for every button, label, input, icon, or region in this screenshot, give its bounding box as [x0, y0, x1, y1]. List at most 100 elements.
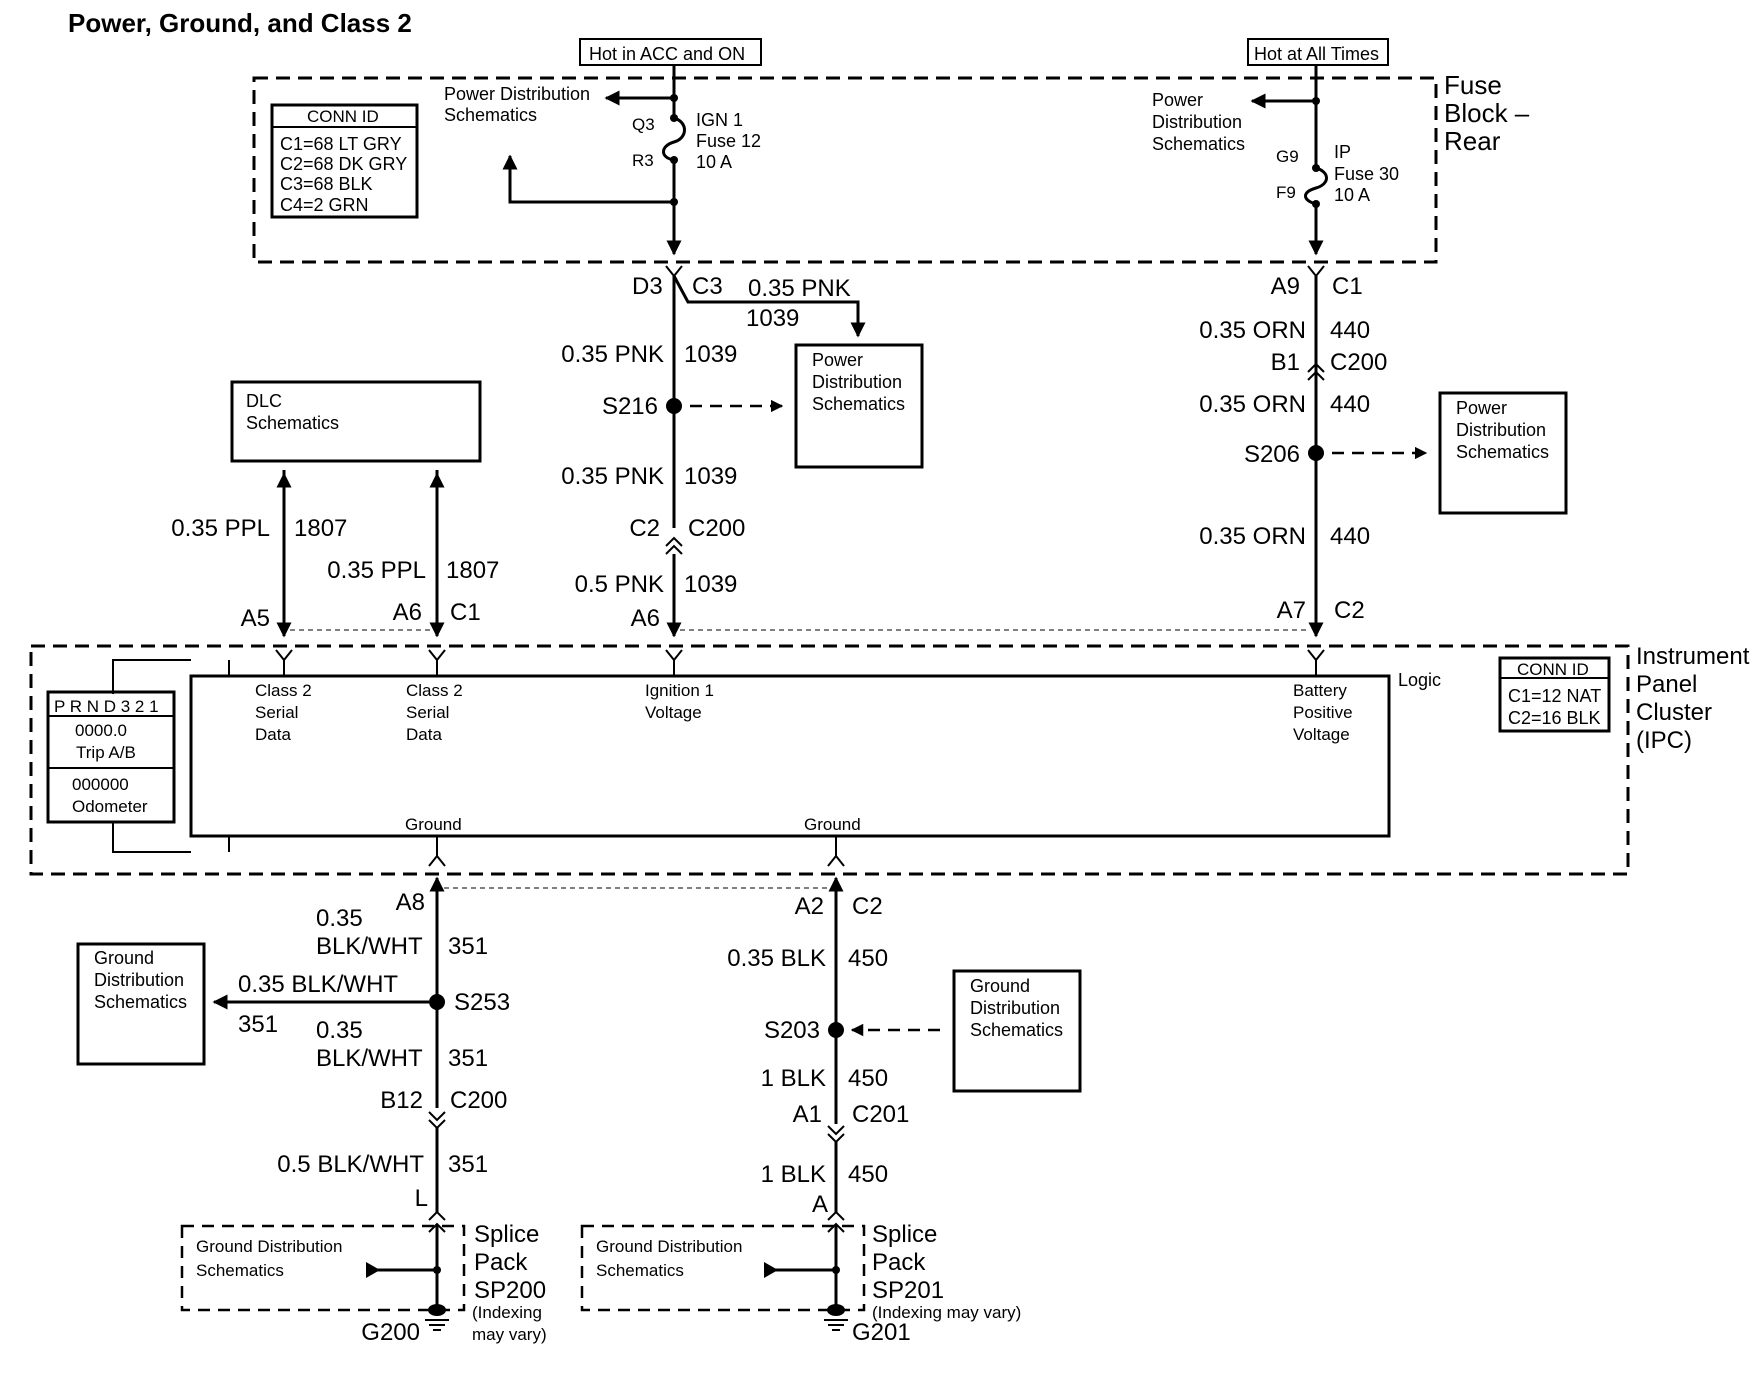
- gl-branch-gauge: 0.35 BLK/WHT: [238, 971, 398, 998]
- class2-b-gauge: 0.35 PPL: [327, 557, 426, 584]
- instrument-panel-cluster: Instrument Panel Cluster (IPC) Logic Cla…: [29, 643, 1756, 876]
- ign-wire2-gauge: 0.35 PNK: [561, 463, 664, 490]
- sp201-indexing-note: (Indexing may vary): [872, 1303, 1021, 1322]
- d3-pin-label: D3: [632, 273, 663, 300]
- ipc-conn-id-list: C1=12 NAT C2=16 BLK: [1508, 686, 1606, 728]
- prnd-display: P R N D 3 2 1: [54, 697, 159, 716]
- page-title: Power, Ground, and Class 2: [68, 8, 412, 38]
- bat-wire2-circuit: 440: [1330, 391, 1370, 418]
- bat-ipc-pin: A7: [1277, 597, 1306, 624]
- splice-pack-sp201: Splice Pack SP201: [872, 1221, 944, 1304]
- branch-wire-gauge: 0.35 PNK: [748, 275, 851, 302]
- class2-b-conn: C1: [450, 599, 481, 626]
- c3-conn-label: C3: [692, 273, 723, 300]
- a2-pin-label: A2: [795, 893, 824, 920]
- ign-fuse-top-pin: Q3: [632, 115, 655, 134]
- branch-wire-circuit: 1039: [746, 305, 799, 332]
- left-pds-label: Power Distribution Schematics: [444, 84, 595, 125]
- fuse-conn-id-list: C1=68 LT GRY C2=68 DK GRY C3=68 BLK C4=2…: [280, 134, 412, 215]
- bat-wire3-gauge: 0.35 ORN: [1199, 523, 1306, 550]
- gl-wire3-gauge: 0.5 BLK/WHT: [277, 1151, 424, 1178]
- c2-conn-label: C2: [852, 893, 883, 920]
- gr-wire3-gauge: 1 BLK: [761, 1161, 826, 1188]
- ign-wire3-circuit: 1039: [684, 571, 737, 598]
- bat-wire1-gauge: 0.35 ORN: [1199, 317, 1306, 344]
- splice-s203: S203: [764, 1017, 820, 1044]
- class2-b-circuit: 1807: [446, 557, 499, 584]
- class2-b-pin: A6: [393, 599, 422, 626]
- gl-gds-box-label: Ground Distribution Schematics: [94, 948, 189, 1012]
- trip-display: 0000.0 Trip A/B: [75, 721, 136, 762]
- gr-inline-conn: C201: [852, 1101, 909, 1128]
- splice-s216: S216: [602, 393, 658, 420]
- gr-wire2-circuit: 450: [848, 1065, 888, 1092]
- ign-fuse-label: IGN 1 Fuse 12 10 A: [696, 110, 766, 172]
- splice-s206: S206: [1244, 441, 1300, 468]
- class2-b-input-label: Class 2 Serial Data: [406, 681, 467, 744]
- fuse-block-name: Fuse Block – Rear: [1444, 70, 1537, 156]
- ip-fuse-bottom-pin: F9: [1276, 183, 1296, 202]
- battery-input-label: Battery Positive Voltage: [1293, 681, 1357, 744]
- fuse-block-rear: Fuse Block – Rear Hot in ACC and ON Hot …: [252, 38, 1537, 264]
- ground-a-label: Ground: [405, 815, 462, 834]
- bat-wire1-circuit: 440: [1330, 317, 1370, 344]
- ign-fuse-bottom-pin: R3: [632, 151, 654, 170]
- gr-wire1-gauge: 0.35 BLK: [727, 945, 826, 972]
- ign-inline-conn: C200: [688, 515, 745, 542]
- ign-wire1-circuit: 1039: [684, 341, 737, 368]
- gr-wire1-circuit: 450: [848, 945, 888, 972]
- gl-wire3-circuit: 351: [448, 1151, 488, 1178]
- battery-circuit: A9 C1 0.35 ORN 440 B1 C200 0.35 ORN 440 …: [1199, 265, 1568, 638]
- ignition-input-label: Ignition 1 Voltage: [645, 681, 719, 722]
- ign-wire1-gauge: 0.35 PNK: [561, 341, 664, 368]
- bat-wire3-circuit: 440: [1330, 523, 1370, 550]
- splice-pack-sp200: Splice Pack SP200: [474, 1221, 546, 1304]
- gr-wire3-circuit: 450: [848, 1161, 888, 1188]
- bat-wire2-gauge: 0.35 ORN: [1199, 391, 1306, 418]
- ipc-conn-id-header: CONN ID: [1517, 660, 1589, 679]
- bat-pds-box-label: Power Distribution Schematics: [1456, 398, 1551, 462]
- ign-ipc-pin: A6: [631, 605, 660, 632]
- c1-conn-label: C1: [1332, 273, 1363, 300]
- gl-sp-gds-label: Ground Distribution Schematics: [196, 1237, 347, 1280]
- sp200-indexing-note: (Indexing may vary): [472, 1303, 547, 1344]
- a9-pin-label: A9: [1271, 273, 1300, 300]
- ipc-name: Instrument Panel Cluster (IPC): [1636, 643, 1756, 754]
- right-pds-label: Power Distribution Schematics: [1152, 90, 1247, 154]
- class2-a-gauge: 0.35 PPL: [171, 515, 270, 542]
- ground-g201: G201: [852, 1319, 911, 1346]
- ip-fuse-top-pin: G9: [1276, 147, 1299, 166]
- class2-a-pin: A5: [241, 605, 270, 632]
- gr-gds-box-label: Ground Distribution Schematics: [970, 976, 1065, 1040]
- logic-label: Logic: [1398, 670, 1441, 690]
- a8-pin-label: A8: [396, 889, 425, 916]
- ground-left-circuit: A8 0.35 BLK/WHT 351 Ground Distribution …: [76, 876, 547, 1346]
- ign-inline-pin: C2: [629, 515, 660, 542]
- gr-sp-pin: A: [812, 1191, 828, 1218]
- ign-wire3-gauge: 0.5 PNK: [575, 571, 664, 598]
- class2-circuit: DLC Schematics 0.35 PPL 1807 0.35 PPL 18…: [171, 380, 499, 638]
- ignition-circuit: D3 C3 0.35 PNK 1039 0.35 PNK 1039 S216 P…: [561, 265, 924, 638]
- gl-inline-conn: C200: [450, 1087, 507, 1114]
- bat-inline-pin: B1: [1271, 349, 1300, 376]
- gl-wire1-gauge: 0.35 BLK/WHT: [316, 905, 423, 960]
- fuse-conn-id-header: CONN ID: [307, 107, 379, 126]
- splice-s253: S253: [454, 989, 510, 1016]
- ign-pds-box-label: Power Distribution Schematics: [812, 350, 907, 414]
- ground-g200: G200: [361, 1319, 420, 1346]
- gr-wire2-gauge: 1 BLK: [761, 1065, 826, 1092]
- odometer-display: 000000 Odometer: [72, 775, 148, 816]
- gr-sp-gds-label: Ground Distribution Schematics: [596, 1237, 747, 1280]
- gr-inline-pin: A1: [793, 1101, 822, 1128]
- gl-wire2-circuit: 351: [448, 1045, 488, 1072]
- ip-fuse-label: IP Fuse 30 10 A: [1334, 142, 1404, 205]
- gl-branch-circuit: 351: [238, 1011, 278, 1038]
- dlc-box-label: DLC Schematics: [246, 391, 339, 433]
- gl-inline-pin: B12: [380, 1087, 423, 1114]
- hot-all-times-label: Hot at All Times: [1254, 44, 1379, 64]
- hot-acc-on-label: Hot in ACC and ON: [589, 44, 745, 64]
- ground-b-label: Ground: [804, 815, 861, 834]
- ign-wire2-circuit: 1039: [684, 463, 737, 490]
- gl-sp-pin: L: [415, 1185, 428, 1212]
